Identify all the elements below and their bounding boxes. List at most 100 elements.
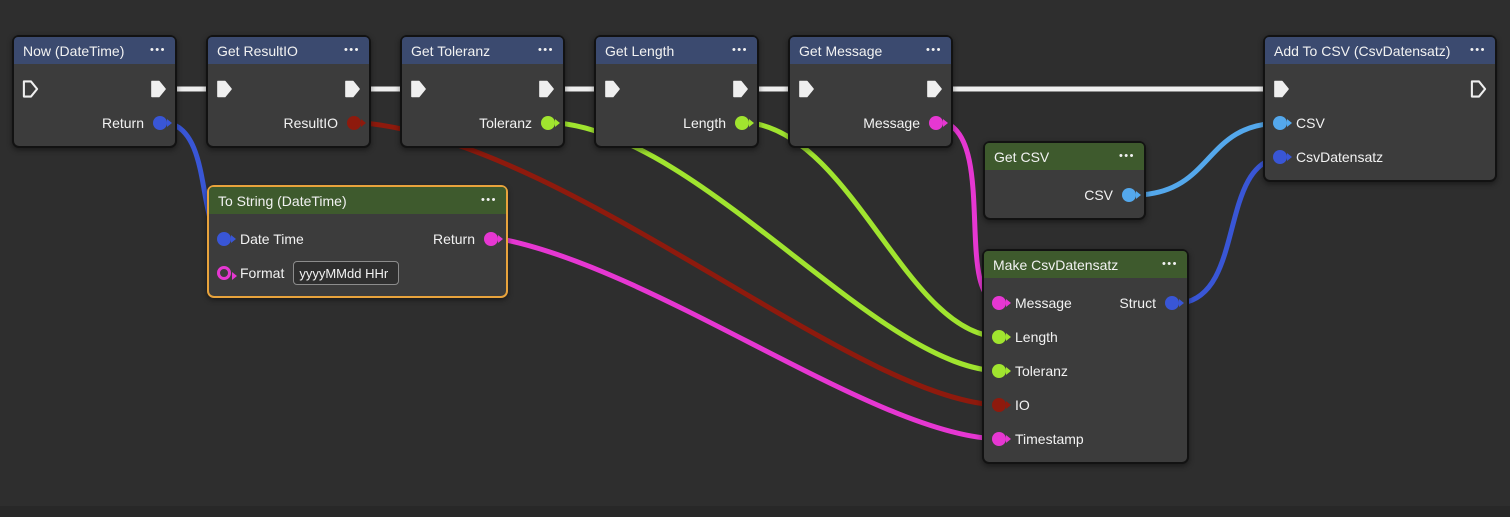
- output-label: ResultIO: [283, 115, 338, 131]
- node-get-message[interactable]: Get Message ••• Message: [788, 35, 953, 148]
- exec-out-pin[interactable]: [150, 79, 167, 99]
- node-body: CSV: [985, 170, 1144, 218]
- output-label: CSV: [1084, 187, 1113, 203]
- output-label: Return: [432, 231, 475, 247]
- exec-in-pin[interactable]: [410, 79, 427, 99]
- input-pin-csv[interactable]: [1273, 116, 1292, 130]
- input-row: Timestamp: [984, 422, 1187, 456]
- output-label: Toleranz: [479, 115, 532, 131]
- input-label: Message: [1015, 295, 1072, 311]
- node-title: Make CsvDatensatz: [993, 256, 1119, 273]
- output-row: Message: [790, 106, 951, 140]
- output-pin-length[interactable]: [735, 116, 754, 130]
- node-body: Toleranz: [402, 64, 563, 146]
- exec-in-pin[interactable]: [1273, 79, 1290, 99]
- exec-in-pin[interactable]: [604, 79, 621, 99]
- node-add-to-csv[interactable]: Add To CSV (CsvDatensatz) ••• CSV CsvDat…: [1263, 35, 1497, 182]
- canvas-bottom-strip: [0, 506, 1510, 517]
- input-label: Toleranz: [1015, 363, 1068, 379]
- output-row: Return: [14, 106, 175, 140]
- output-pin-resultio[interactable]: [347, 116, 366, 130]
- wire-make-struct-to-add-to-csv-csvdatensatz[interactable]: [1179, 154, 1285, 306]
- exec-row: [596, 72, 757, 106]
- node-make-csvdatensatz[interactable]: Make CsvDatensatz ••• Message Struct Len…: [982, 249, 1189, 464]
- node-menu-icon[interactable]: •••: [925, 44, 942, 56]
- wire-get-toleranz-toleranz-to-make-toleranz[interactable]: [555, 120, 1004, 374]
- output-row: Length: [596, 106, 757, 140]
- input-pin-date-time[interactable]: [217, 232, 236, 246]
- node-title: Add To CSV (CsvDatensatz): [1274, 42, 1451, 59]
- node-body: Message: [790, 64, 951, 146]
- node-to-string-datetime[interactable]: To String (DateTime) ••• Date Time Retur…: [207, 185, 508, 298]
- node-title: Get Message: [799, 42, 883, 59]
- input-pin-toleranz[interactable]: [992, 364, 1011, 378]
- input-label: Date Time: [240, 231, 304, 247]
- node-menu-icon[interactable]: •••: [537, 44, 554, 56]
- output-pin-struct[interactable]: [1165, 296, 1184, 310]
- node-get-toleranz[interactable]: Get Toleranz ••• Toleranz: [400, 35, 565, 148]
- input-output-row: Date Time Return: [209, 222, 506, 256]
- node-body: Return: [14, 64, 175, 146]
- node-header: Get Message •••: [790, 37, 951, 64]
- exec-out-pin[interactable]: [926, 79, 943, 99]
- input-label: IO: [1015, 397, 1030, 413]
- input-pin-format[interactable]: [217, 266, 237, 280]
- wire-to-string-return-to-make-timestamp[interactable]: [498, 236, 1004, 442]
- exec-out-pin[interactable]: [732, 79, 749, 99]
- node-title: To String (DateTime): [218, 192, 347, 209]
- exec-in-pin[interactable]: [216, 79, 233, 99]
- input-pin-timestamp[interactable]: [992, 432, 1011, 446]
- node-title: Get ResultIO: [217, 42, 298, 59]
- exec-out-pin[interactable]: [1470, 79, 1487, 99]
- output-pin-return[interactable]: [153, 116, 172, 130]
- wire-get-csv-csv-to-add-to-csv-csv[interactable]: [1136, 120, 1285, 198]
- node-menu-icon[interactable]: •••: [1469, 44, 1486, 56]
- node-get-csv[interactable]: Get CSV ••• CSV: [983, 141, 1146, 220]
- exec-row: [14, 72, 175, 106]
- exec-in-pin[interactable]: [798, 79, 815, 99]
- node-menu-icon[interactable]: •••: [149, 44, 166, 56]
- output-pin-message[interactable]: [929, 116, 948, 130]
- node-menu-icon[interactable]: •••: [1118, 150, 1135, 162]
- output-pin-toleranz[interactable]: [541, 116, 560, 130]
- exec-row: [402, 72, 563, 106]
- node-header: To String (DateTime) •••: [209, 187, 506, 214]
- node-body: Date Time Return Format: [209, 214, 506, 296]
- node-header: Get ResultIO •••: [208, 37, 369, 64]
- output-pin-csv[interactable]: [1122, 188, 1141, 202]
- node-get-length[interactable]: Get Length ••• Length: [594, 35, 759, 148]
- node-title: Get Length: [605, 42, 675, 59]
- node-menu-icon[interactable]: •••: [343, 44, 360, 56]
- output-row: ResultIO: [208, 106, 369, 140]
- node-menu-icon[interactable]: •••: [731, 44, 748, 56]
- input-pin-csvdatensatz[interactable]: [1273, 150, 1292, 164]
- node-get-resultio[interactable]: Get ResultIO ••• ResultIO: [206, 35, 371, 148]
- node-now-datetime[interactable]: Now (DateTime) ••• Return: [12, 35, 177, 148]
- output-label: Return: [101, 115, 144, 131]
- node-menu-icon[interactable]: •••: [1161, 258, 1178, 270]
- input-pin-length[interactable]: [992, 330, 1011, 344]
- node-header: Make CsvDatensatz •••: [984, 251, 1187, 278]
- output-pin-return[interactable]: [484, 232, 503, 246]
- exec-out-pin[interactable]: [538, 79, 555, 99]
- output-row: Toleranz: [402, 106, 563, 140]
- input-pin-io[interactable]: [992, 398, 1011, 412]
- input-pin-message[interactable]: [992, 296, 1011, 310]
- wire-get-length-length-to-make-length[interactable]: [749, 120, 1004, 340]
- exec-in-pin[interactable]: [22, 79, 39, 99]
- node-body: Length: [596, 64, 757, 146]
- input-row: CSV: [1265, 106, 1495, 140]
- input-row: IO: [984, 388, 1187, 422]
- output-label: Message: [863, 115, 920, 131]
- node-body: Message Struct Length Toleranz IO Timest…: [984, 278, 1187, 462]
- node-body: ResultIO: [208, 64, 369, 146]
- format-input[interactable]: [293, 261, 400, 285]
- exec-row: [208, 72, 369, 106]
- node-title: Get Toleranz: [411, 42, 491, 59]
- exec-out-pin[interactable]: [344, 79, 361, 99]
- input-label: Format: [240, 265, 285, 281]
- node-menu-icon[interactable]: •••: [480, 194, 497, 206]
- node-header: Get Length •••: [596, 37, 757, 64]
- output-label: Struct: [1119, 295, 1156, 311]
